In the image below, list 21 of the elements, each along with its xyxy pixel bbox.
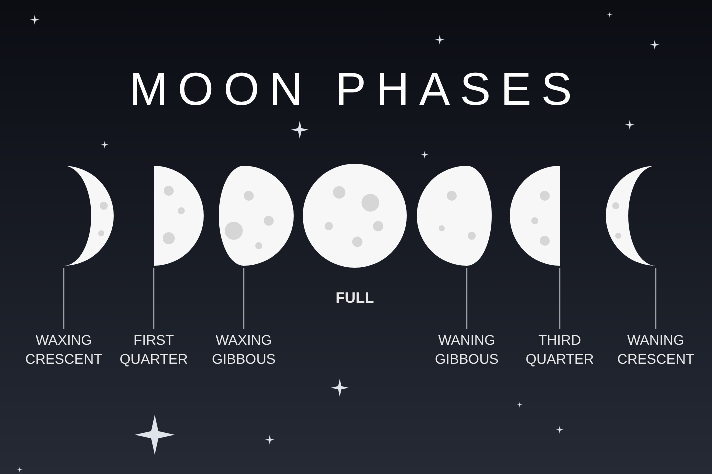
phase-label: WANING CRESCENT: [612, 331, 700, 369]
leader-line: [559, 268, 561, 329]
phase-label: FULL: [334, 290, 376, 307]
leader-line: [243, 268, 245, 329]
moon-drawing: [154, 166, 204, 266]
phase-label: THIRD QUARTER: [516, 331, 604, 369]
moon-drawing: [606, 166, 656, 266]
leader-line: [466, 268, 468, 329]
title: MOON PHASES: [128, 62, 584, 116]
leader-line: [63, 268, 65, 329]
moon-drawing: [417, 166, 492, 266]
moon-drawing: [510, 166, 560, 266]
leader-line: [655, 268, 657, 329]
phase-label: FIRST QUARTER: [110, 331, 198, 369]
phase-label: WAXING CRESCENT: [20, 331, 108, 369]
moon-drawing: [64, 166, 114, 266]
moon-drawing: [303, 164, 407, 268]
phase-label: WANING GIBBOUS: [423, 331, 511, 369]
phase-label: WAXING GIBBOUS: [200, 331, 288, 369]
leader-line: [153, 268, 155, 329]
moon-drawing: [219, 166, 294, 266]
